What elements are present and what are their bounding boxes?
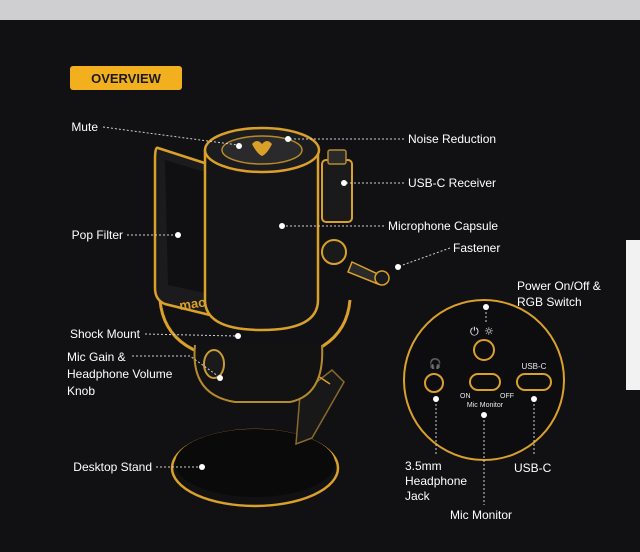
label-power-1: Power On/Off & — [517, 279, 601, 293]
label-mic-gain-1: Mic Gain & — [67, 350, 126, 364]
stand-base-top — [175, 429, 335, 497]
label-mic-monitor: Mic Monitor — [450, 508, 512, 522]
panel-mic-monitor-label: Mic Monitor — [467, 402, 504, 409]
power-button — [473, 339, 495, 361]
labels: Mute Pop Filter Shock Mount Mic Gain & H… — [67, 120, 601, 522]
noise-reduction-icon — [252, 141, 272, 156]
bottom-panel: ⏻ ☼ 🎧 ON OFF Mic Monitor USB-C — [403, 299, 565, 461]
headphone-icon: 🎧 — [429, 357, 441, 370]
label-mute: Mute — [71, 120, 98, 134]
label-fastener: Fastener — [453, 241, 500, 255]
usb-c-port — [516, 373, 552, 391]
rgb-icon: ☼ — [484, 325, 494, 338]
stand-arm — [295, 369, 345, 446]
label-usb-c: USB-C — [514, 461, 552, 475]
box-side-edge — [626, 240, 640, 390]
label-jack-1: 3.5mm — [405, 459, 442, 473]
label-noise-reduction: Noise Reduction — [408, 132, 496, 146]
panel-usb-c-label: USB-C — [522, 362, 547, 371]
label-mic-gain-2: Headphone Volume — [67, 367, 173, 381]
overview-badge — [70, 66, 182, 90]
usb-c-receiver — [321, 159, 353, 223]
mic-monitor-switch — [469, 373, 501, 391]
label-desktop-stand: Desktop Stand — [73, 460, 152, 474]
switch-on-label: ON — [460, 393, 471, 400]
label-microphone-capsule: Microphone Capsule — [388, 219, 498, 233]
microphone-drawing: maono — [153, 126, 390, 508]
power-icon: ⏻ — [470, 326, 479, 338]
fastener-ring — [321, 239, 347, 265]
label-pop-filter: Pop Filter — [72, 228, 123, 242]
label-jack-2: Headphone — [405, 474, 467, 488]
label-mic-gain-3: Knob — [67, 384, 95, 398]
box-top-edge — [0, 0, 640, 20]
microphone-capsule — [203, 150, 320, 332]
label-usb-c-receiver: USB-C Receiver — [408, 176, 496, 190]
leader-lines — [102, 126, 537, 505]
switch-off-label: OFF — [500, 393, 514, 400]
overview-badge-text: OVERVIEW — [91, 71, 162, 86]
gain-knob — [203, 349, 225, 379]
label-jack-3: Jack — [405, 489, 431, 503]
label-shock-mount: Shock Mount — [70, 327, 141, 341]
lower-body — [193, 344, 324, 403]
label-power-2: RGB Switch — [517, 295, 582, 309]
headphone-jack — [424, 373, 444, 393]
